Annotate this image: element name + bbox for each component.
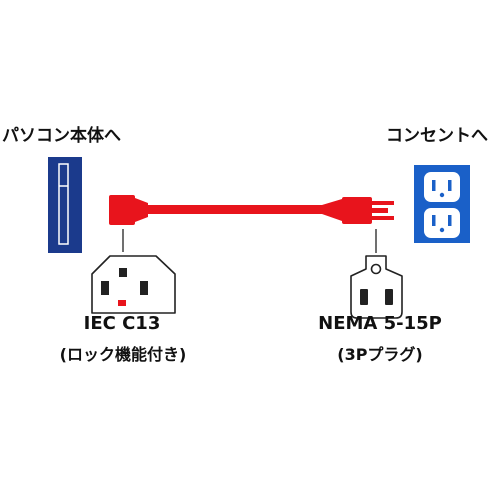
wall-outlet-icon <box>414 165 470 243</box>
nema-plug-note: (3Pプラグ) <box>337 345 423 364</box>
pc-side-label: パソコン本体へ <box>2 126 121 146</box>
power-cable <box>109 195 394 225</box>
outlet-side-label: コンセントへ <box>386 126 488 146</box>
pc-body-icon <box>48 157 82 253</box>
iec-c13-face-icon <box>91 255 176 314</box>
lock-tab-icon <box>118 300 126 306</box>
nema-5-15p-face-icon <box>350 255 403 319</box>
iec-connector-note: (ロック機能付き) <box>59 345 187 364</box>
nema-plug-name: NEMA 5-15P <box>318 313 442 334</box>
iec-connector-name: IEC C13 <box>83 313 161 334</box>
